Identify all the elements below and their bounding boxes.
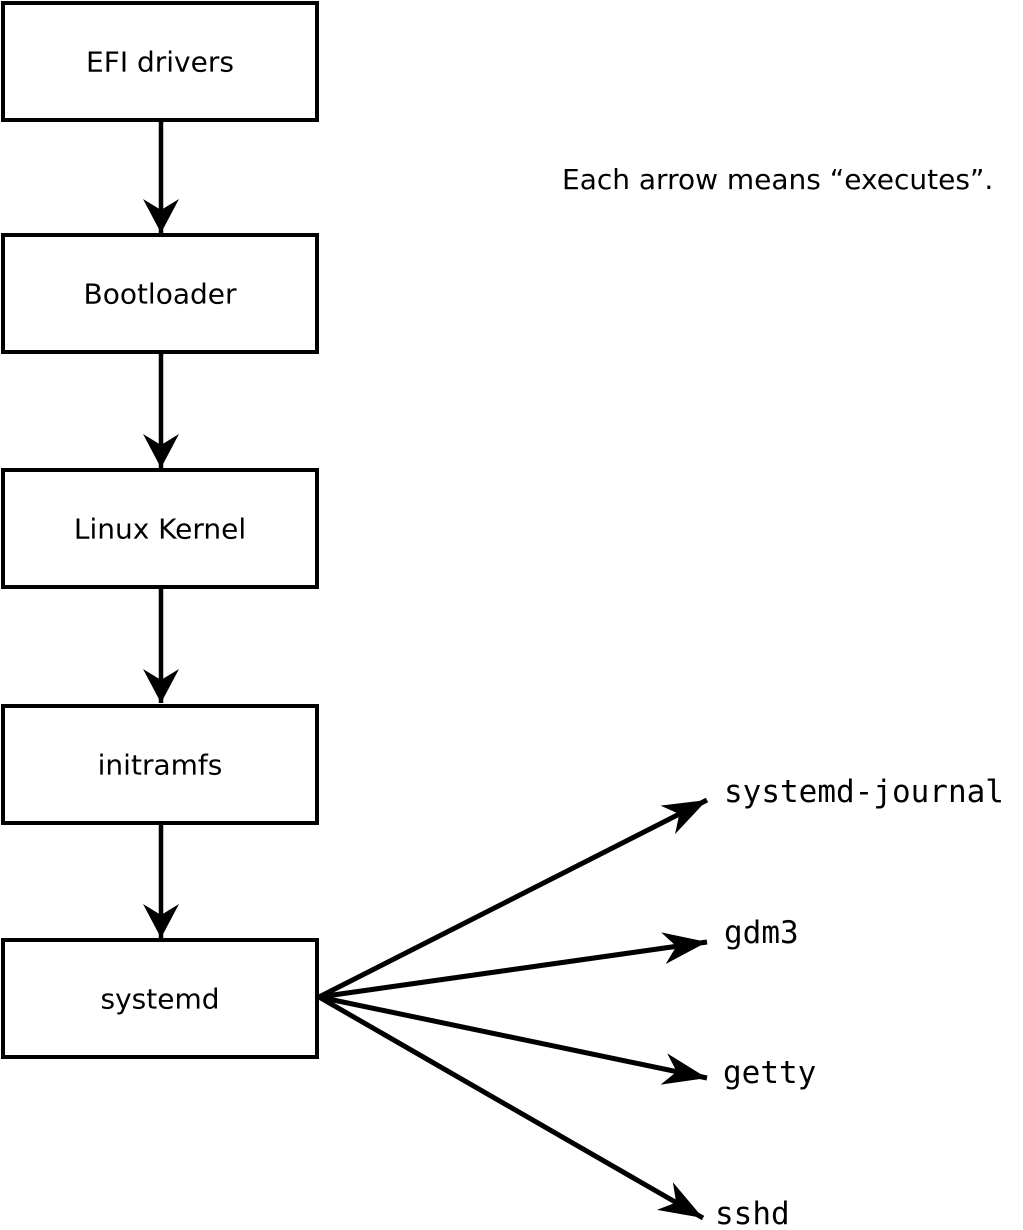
process-getty-label: getty — [723, 1055, 816, 1091]
node-initramfs: initramfs — [1, 704, 319, 825]
process-gdm3-label: gdm3 — [724, 915, 799, 951]
node-linux-kernel: Linux Kernel — [1, 468, 319, 589]
arrow-systemd-to-getty — [318, 994, 708, 1085]
arrow-systemd-to-gdm3 — [318, 932, 708, 1000]
node-linux-kernel-label: Linux Kernel — [74, 513, 246, 546]
node-efi-drivers-label: EFI drivers — [86, 46, 234, 79]
arrow-systemd-to-sshd — [317, 994, 705, 1221]
node-systemd: systemd — [1, 938, 319, 1059]
node-systemd-label: systemd — [101, 983, 220, 1016]
arrow-meaning-note: Each arrow means “executes”. — [562, 163, 993, 196]
node-bootloader: Bootloader — [1, 233, 319, 354]
node-efi-drivers-box — [1, 1, 319, 122]
node-linux-kernel-box — [1, 468, 319, 589]
node-initramfs-label: initramfs — [98, 749, 223, 782]
node-bootloader-box — [1, 233, 319, 354]
process-systemd-journal-label: systemd-journal — [724, 774, 1004, 810]
node-initramfs-box — [1, 704, 319, 825]
node-efi-drivers: EFI drivers — [1, 1, 319, 122]
arrow-systemd-to-systemd-journal — [317, 797, 709, 1000]
process-sshd-label: sshd — [715, 1196, 790, 1230]
node-systemd-box — [1, 938, 319, 1059]
node-bootloader-label: Bootloader — [83, 278, 237, 311]
